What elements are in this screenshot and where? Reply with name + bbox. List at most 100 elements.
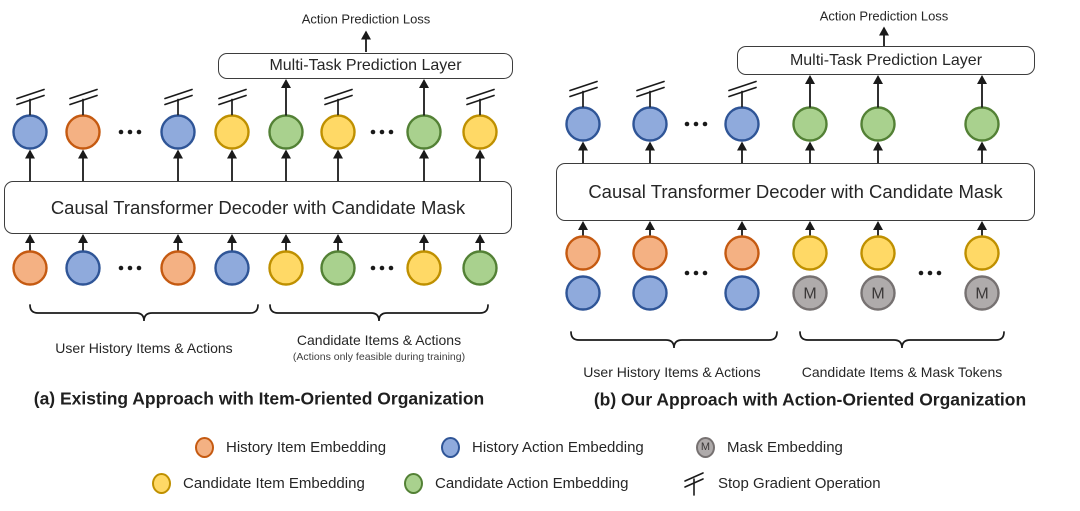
ellipsis-dots [370,129,376,135]
orange-embedding-circle [160,250,196,286]
stop-gradient-icon [728,80,757,108]
panel-a-prediction-layer-box: Multi-Task Prediction Layer [218,53,513,79]
ellipsis-dots [918,270,924,276]
legend-label: History Action Embedding [472,438,644,456]
green-embedding-circle [268,114,304,150]
panel-b-candidate-group-label: Candidate Items & Mask Tokens [801,364,1003,380]
gray-embedding-circle [860,275,896,311]
yellow-embedding-circle [462,114,498,150]
mask-letter: M [803,286,816,303]
candidate-item-embedding-swatch [152,472,171,494]
yellow-embedding-circle [214,114,250,150]
ellipsis-dots [927,270,933,276]
legend-candidate-item: Candidate Item Embedding [152,472,365,494]
panel-b-decoder-box: Causal Transformer Decoder with Candidat… [556,163,1035,221]
mask-letter: M [975,286,988,303]
stop-gradient-icon [324,88,353,116]
yellow-embedding-circle [964,235,1000,271]
legend-candidate-action: Candidate Action Embedding [404,472,628,494]
group-brace [570,331,778,349]
mask-letter: M [871,286,884,303]
panel-b-caption: (b) Our Approach with Action-Oriented Or… [593,389,1027,410]
blue-embedding-circle [160,114,196,150]
stop-gradient-icon [16,88,45,116]
yellow-embedding-circle [406,250,442,286]
stop-gradient-icon [636,80,665,108]
green-embedding-circle [964,106,1000,142]
ellipsis-dots [936,270,942,276]
orange-embedding-circle [632,235,668,271]
blue-embedding-circle [65,250,101,286]
yellow-embedding-circle [320,114,356,150]
yellow-embedding-circle [860,235,896,271]
ellipsis-dots [693,270,699,276]
legend-label: Candidate Item Embedding [183,474,365,492]
ellipsis-dots [684,121,690,127]
legend-label: Mask Embedding [727,438,843,456]
panel-b-prediction-layer-box: Multi-Task Prediction Layer [737,46,1035,75]
panel-b-history-group-label: User History Items & Actions [583,364,761,380]
ellipsis-dots [136,265,142,271]
history-action-embedding-swatch [441,436,460,458]
legend-label: Stop Gradient Operation [718,474,881,492]
orange-embedding-circle [12,250,48,286]
orange-embedding-circle [565,235,601,271]
group-brace [799,331,1005,349]
legend-label: History Item Embedding [226,438,387,456]
stop-gradient-icon [466,88,495,116]
stop-gradient-icon [569,80,598,108]
panel-a-history-group-label: User History Items & Actions [55,340,233,356]
yellow-embedding-circle [792,235,828,271]
blue-embedding-circle [724,106,760,142]
mask-letter: M [700,440,711,453]
stop-gradient-icon [684,472,704,496]
ellipsis-dots [127,129,133,135]
ellipsis-dots [127,265,133,271]
ellipsis-dots [693,121,699,127]
panel-b-loss-label: Action Prediction Loss [819,8,949,24]
blue-embedding-circle [12,114,48,150]
ellipsis-dots [702,121,708,127]
orange-embedding-circle [65,114,101,150]
ellipsis-dots [118,129,124,135]
stop-gradient-icon [218,88,247,116]
candidate-action-embedding-swatch [404,472,423,494]
green-embedding-circle [792,106,828,142]
ellipsis-dots [684,270,690,276]
blue-embedding-circle [214,250,250,286]
gray-embedding-circle [964,275,1000,311]
legend-stop-gradient: Stop Gradient Operation [682,472,881,496]
legend-label: Candidate Action Embedding [435,474,629,492]
blue-embedding-circle [724,275,760,311]
ellipsis-dots [370,265,376,271]
blue-embedding-circle [632,106,668,142]
history-item-embedding-swatch [195,436,214,458]
green-embedding-circle [406,114,442,150]
green-embedding-circle [860,106,896,142]
blue-embedding-circle [565,106,601,142]
ellipsis-dots [388,265,394,271]
ellipsis-dots [702,270,708,276]
group-brace [29,304,259,322]
panel-a-caption: (a) Existing Approach with Item-Oriented… [33,388,485,409]
panel-a-candidate-group-label: Candidate Items & Actions [296,332,462,348]
ellipsis-dots [379,129,385,135]
yellow-embedding-circle [268,250,304,286]
legend-history-item: History Item Embedding [195,436,386,458]
ellipsis-dots [379,265,385,271]
group-brace [269,304,489,322]
legend-history-action: History Action Embedding [441,436,644,458]
blue-embedding-circle [565,275,601,311]
orange-embedding-circle [724,235,760,271]
mask-embedding-swatch: M [696,436,715,458]
blue-embedding-circle [632,275,668,311]
panel-a-decoder-box: Causal Transformer Decoder with Candidat… [4,181,512,234]
ellipsis-dots [136,129,142,135]
green-embedding-circle [462,250,498,286]
stop-gradient-icon [164,88,193,116]
green-embedding-circle [320,250,356,286]
ellipsis-dots [118,265,124,271]
stop-gradient-icon [69,88,98,116]
